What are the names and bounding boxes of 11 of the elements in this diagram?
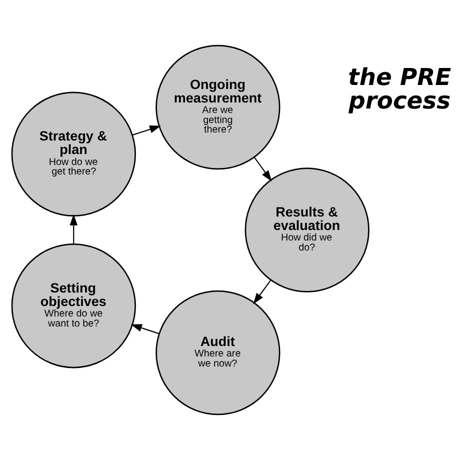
node-circle: Strategy & plan How do we get there? <box>11 92 136 216</box>
label: the PRE process <box>348 62 452 114</box>
node-circle: Ongoing measurement Are we getting there? <box>156 44 280 170</box>
arrow <box>130 324 160 334</box>
arrow <box>132 126 161 136</box>
arrow <box>254 156 272 182</box>
arrow <box>253 280 272 304</box>
arrow <box>70 214 78 244</box>
node-circle: Audit Where are we now? <box>156 290 280 416</box>
node-circle: Setting objectives Where do we want to be? <box>11 244 136 368</box>
node-circle: Results & evaluation How did we do? <box>244 168 370 292</box>
